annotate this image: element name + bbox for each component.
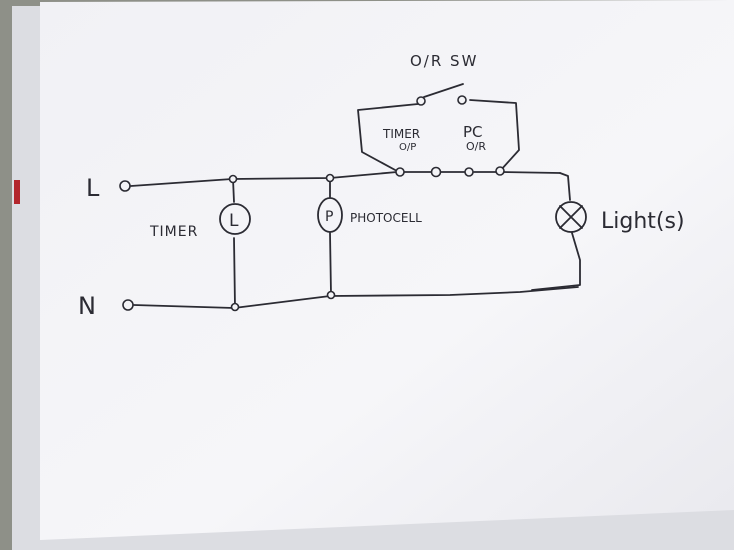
neutral-junction-photocell <box>326 290 336 300</box>
switch-title-label: O/R SW <box>410 52 478 70</box>
lamp-cross <box>559 205 583 229</box>
live-terminal <box>119 180 131 192</box>
photocell-output-contact <box>464 167 474 177</box>
timer-label: TIMER <box>149 224 198 240</box>
photocell-symbol <box>317 197 343 233</box>
switch-contact-left <box>416 96 426 106</box>
neutral-junction-timer <box>230 302 240 312</box>
timer-coil-symbol <box>219 203 251 235</box>
live-junction-photocell <box>325 173 335 183</box>
photocell-branch-wire <box>329 177 332 295</box>
switch-pc-label: PC <box>463 123 483 141</box>
override-switch-wire <box>357 83 520 172</box>
switch-timer-op-label: O/P <box>399 142 416 153</box>
middle-contact <box>430 166 442 178</box>
switch-contact-right <box>457 95 467 105</box>
switch-timer-label: TIMER <box>382 127 420 141</box>
paper-sheet <box>40 0 734 540</box>
switched-live-contact <box>495 166 505 176</box>
live-junction-timer <box>228 174 238 184</box>
light-label: Light(s) <box>601 209 685 234</box>
red-tab <box>14 180 20 204</box>
switch-pc-or-label: O/R <box>466 140 486 153</box>
neutral-wire <box>133 286 579 309</box>
live-label: L <box>86 174 100 202</box>
photocell-label: PHOTOCELL <box>350 211 422 225</box>
timer-output-contact <box>395 167 405 177</box>
timer-coil-letter: L <box>229 211 239 231</box>
neutral-label: N <box>78 292 96 320</box>
lamp-symbol <box>555 201 587 233</box>
light-branch-wire <box>531 172 581 291</box>
neutral-terminal <box>122 299 134 311</box>
photocell-symbol-letter: P <box>325 209 333 225</box>
